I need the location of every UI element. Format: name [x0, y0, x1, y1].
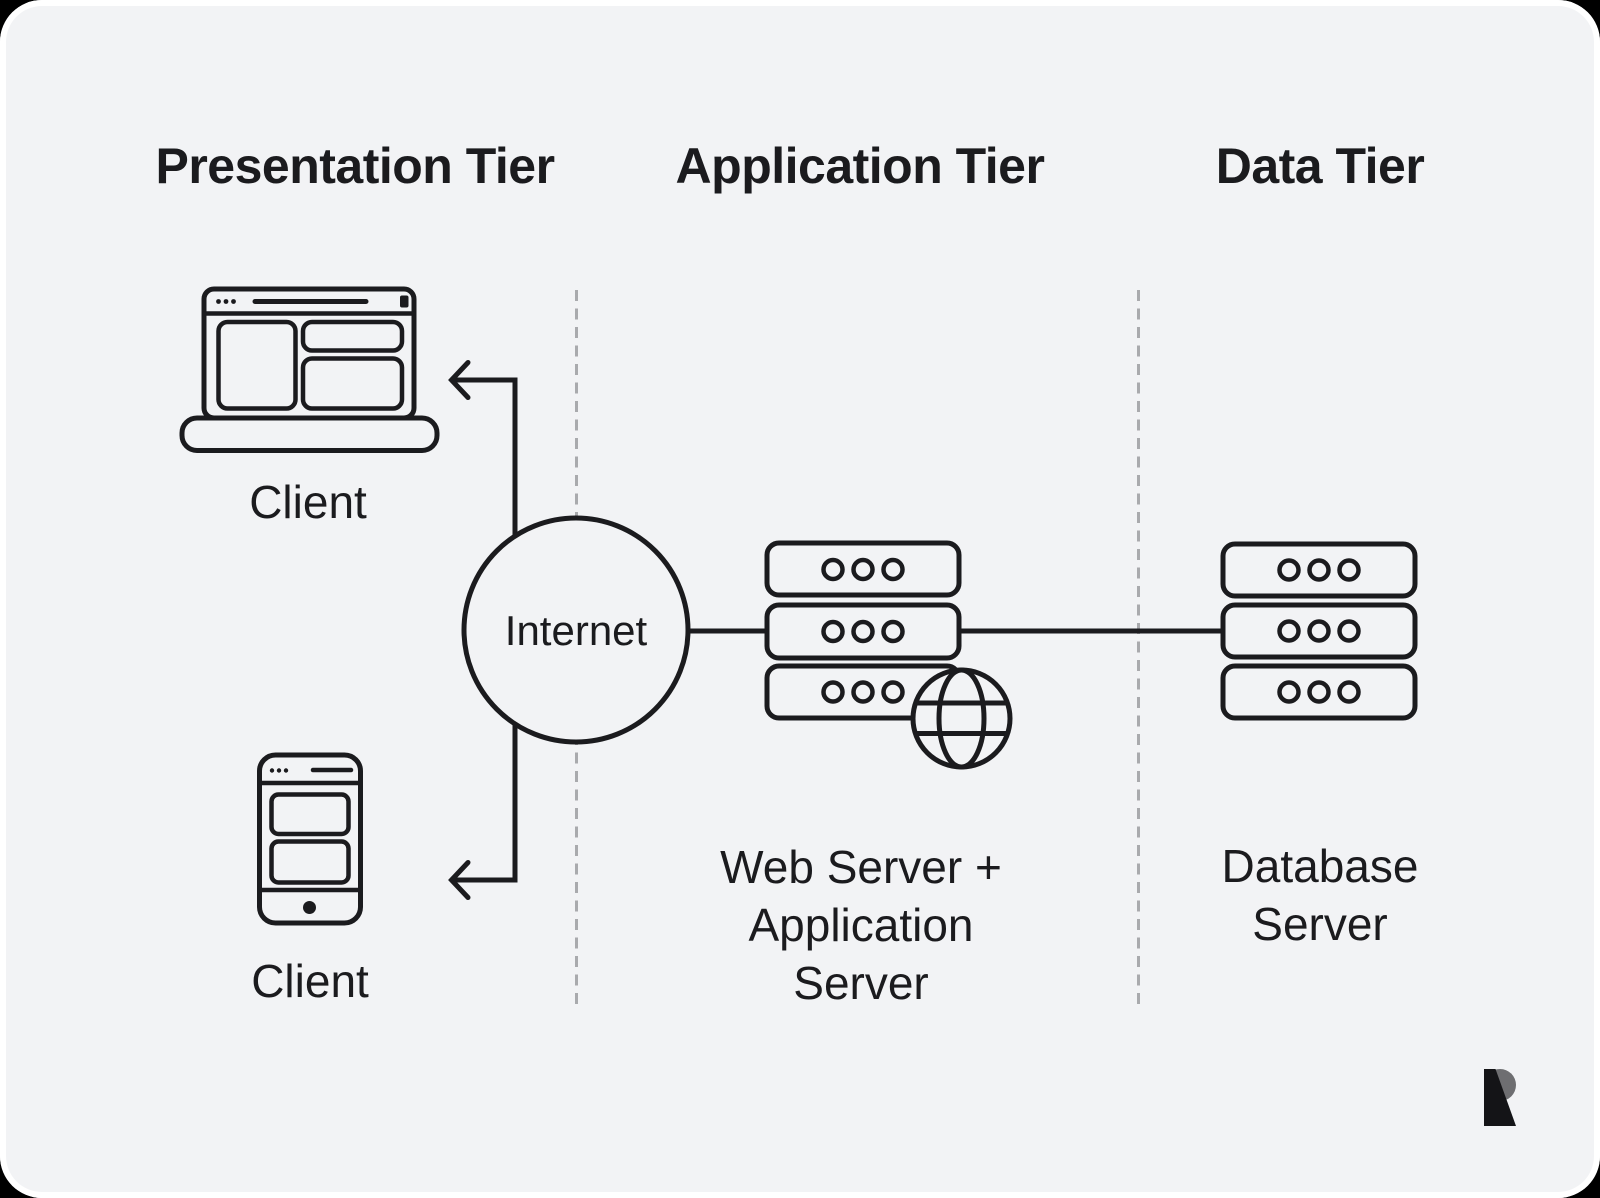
- laptop-client-label: Client: [249, 476, 367, 528]
- arrowhead-to-laptop-icon: [448, 360, 471, 400]
- brand-logo-r-icon: [1484, 1069, 1516, 1126]
- phone-client-label: Client: [251, 955, 369, 1007]
- database-server-label: Database Server: [1221, 840, 1419, 950]
- globe-icon: [910, 667, 1013, 770]
- laptop-browser-icon: [179, 286, 440, 453]
- internet-circle: [461, 515, 691, 745]
- application-tier-title: Application Tier: [675, 138, 1045, 194]
- internet-hub-label: Internet: [504, 607, 648, 654]
- web-application-server-label: Web Server + Application Server: [720, 841, 1002, 1009]
- arrowhead-to-phone-icon: [448, 860, 471, 900]
- database-indicator-lights: [1277, 558, 1361, 704]
- data-tier-title: Data Tier: [1215, 138, 1425, 194]
- smartphone-icon: [257, 752, 363, 926]
- server-stack-icon: [764, 540, 962, 721]
- database-server-stack-icon: [1220, 541, 1418, 721]
- server-indicator-lights: [821, 557, 905, 704]
- presentation-tier-title: Presentation Tier: [155, 138, 555, 194]
